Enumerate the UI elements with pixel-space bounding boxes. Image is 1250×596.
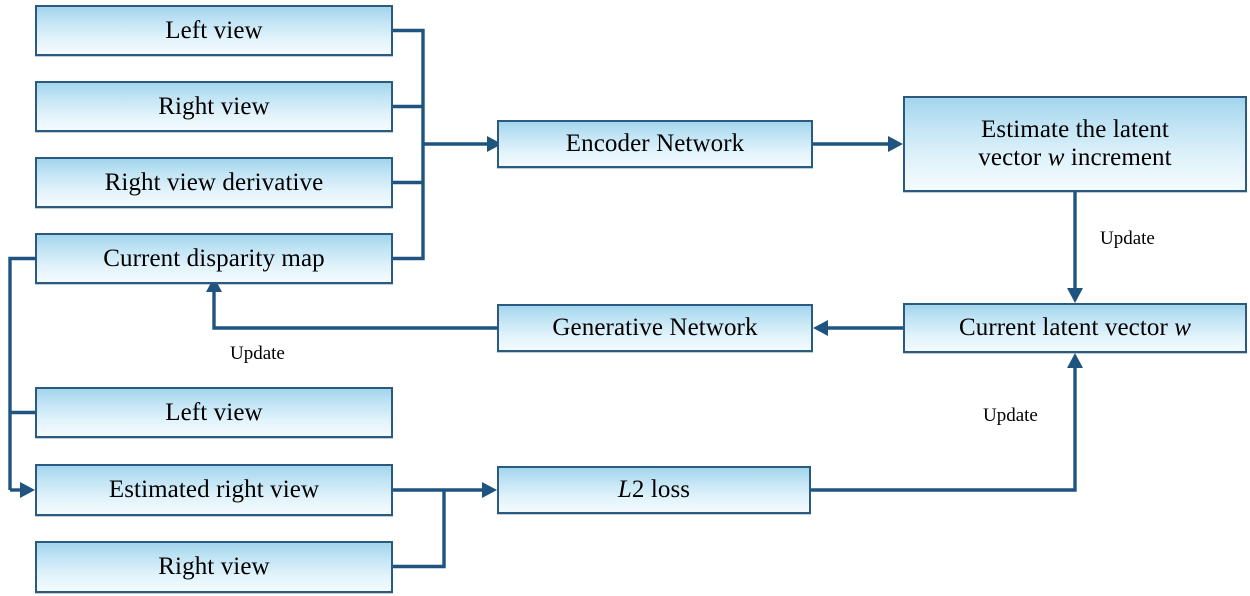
- wire-current-disparity-to-bus: [393, 138, 425, 261]
- edge-label-update-disparity: Update: [230, 343, 285, 364]
- wire-right-view-bottom-to-loss-bus: [393, 490, 446, 569]
- node-current-disparity-map-label: Current disparity map: [103, 244, 325, 272]
- node-generative-network-label: Generative Network: [552, 314, 758, 341]
- wire-l2-loss-to-latent: [811, 368, 1077, 492]
- node-right-view-bottom-label: Right view: [158, 553, 270, 580]
- node-right-view-top-label: Right view: [158, 92, 270, 120]
- wire-left-view-top-to-bus: [393, 28, 425, 138]
- arrowhead-estimate-input: [888, 136, 903, 152]
- node-left-view-bottom[interactable]: Left view: [35, 387, 393, 438]
- node-right-view-top[interactable]: Right view: [35, 81, 393, 132]
- arrowhead-generative-input: [813, 320, 828, 336]
- estimate-line-2-post: increment: [1064, 144, 1172, 171]
- node-current-latent-vector-label: Current latent vector w: [953, 314, 1197, 342]
- node-current-disparity-map[interactable]: Current disparity map: [35, 233, 393, 284]
- node-current-latent-vector[interactable]: Current latent vector w: [903, 303, 1247, 353]
- node-left-view-top[interactable]: Left view: [35, 5, 393, 56]
- node-encoder-network[interactable]: Encoder Network: [497, 120, 813, 168]
- node-encoder-network-label: Encoder Network: [565, 130, 745, 157]
- node-estimated-right-view-label: Estimated right view: [108, 476, 320, 503]
- current-latent-symbol: w: [1174, 314, 1192, 341]
- arrowhead-l2-loss-input: [482, 482, 497, 498]
- node-generative-network[interactable]: Generative Network: [497, 304, 813, 352]
- node-l2-loss[interactable]: L2 loss: [497, 466, 811, 514]
- wire-generative-to-disparity: [212, 292, 497, 330]
- wire-disparity-to-left-bus: [8, 256, 35, 490]
- node-l2-loss-suffix: 2 loss: [631, 476, 691, 503]
- estimate-line-2-pre: vector: [978, 144, 1048, 171]
- node-right-view-derivative[interactable]: Right view derivative: [35, 157, 393, 208]
- edge-label-update-loss: Update: [983, 405, 1038, 426]
- node-estimated-right-view[interactable]: Estimated right view: [35, 464, 393, 516]
- arrowhead-latent-top: [1067, 288, 1083, 303]
- arrowhead-latent-bottom: [1067, 353, 1083, 368]
- estimate-line-2-symbol: w: [1047, 144, 1065, 171]
- node-l2-loss-symbol: L: [617, 476, 632, 503]
- node-right-view-derivative-label: Right view derivative: [104, 168, 324, 196]
- node-left-view-top-label: Left view: [165, 16, 263, 44]
- current-latent-prefix: Current latent vector: [958, 314, 1175, 341]
- node-left-view-bottom-label: Left view: [165, 398, 263, 426]
- estimate-line-1: Estimate the latent: [981, 116, 1169, 143]
- arrowhead-estimated-right-view-input: [20, 482, 35, 498]
- node-right-view-bottom[interactable]: Right view: [35, 541, 393, 593]
- node-l2-loss-label: L2 loss: [612, 476, 696, 504]
- edge-label-update-latent: Update: [1100, 228, 1155, 249]
